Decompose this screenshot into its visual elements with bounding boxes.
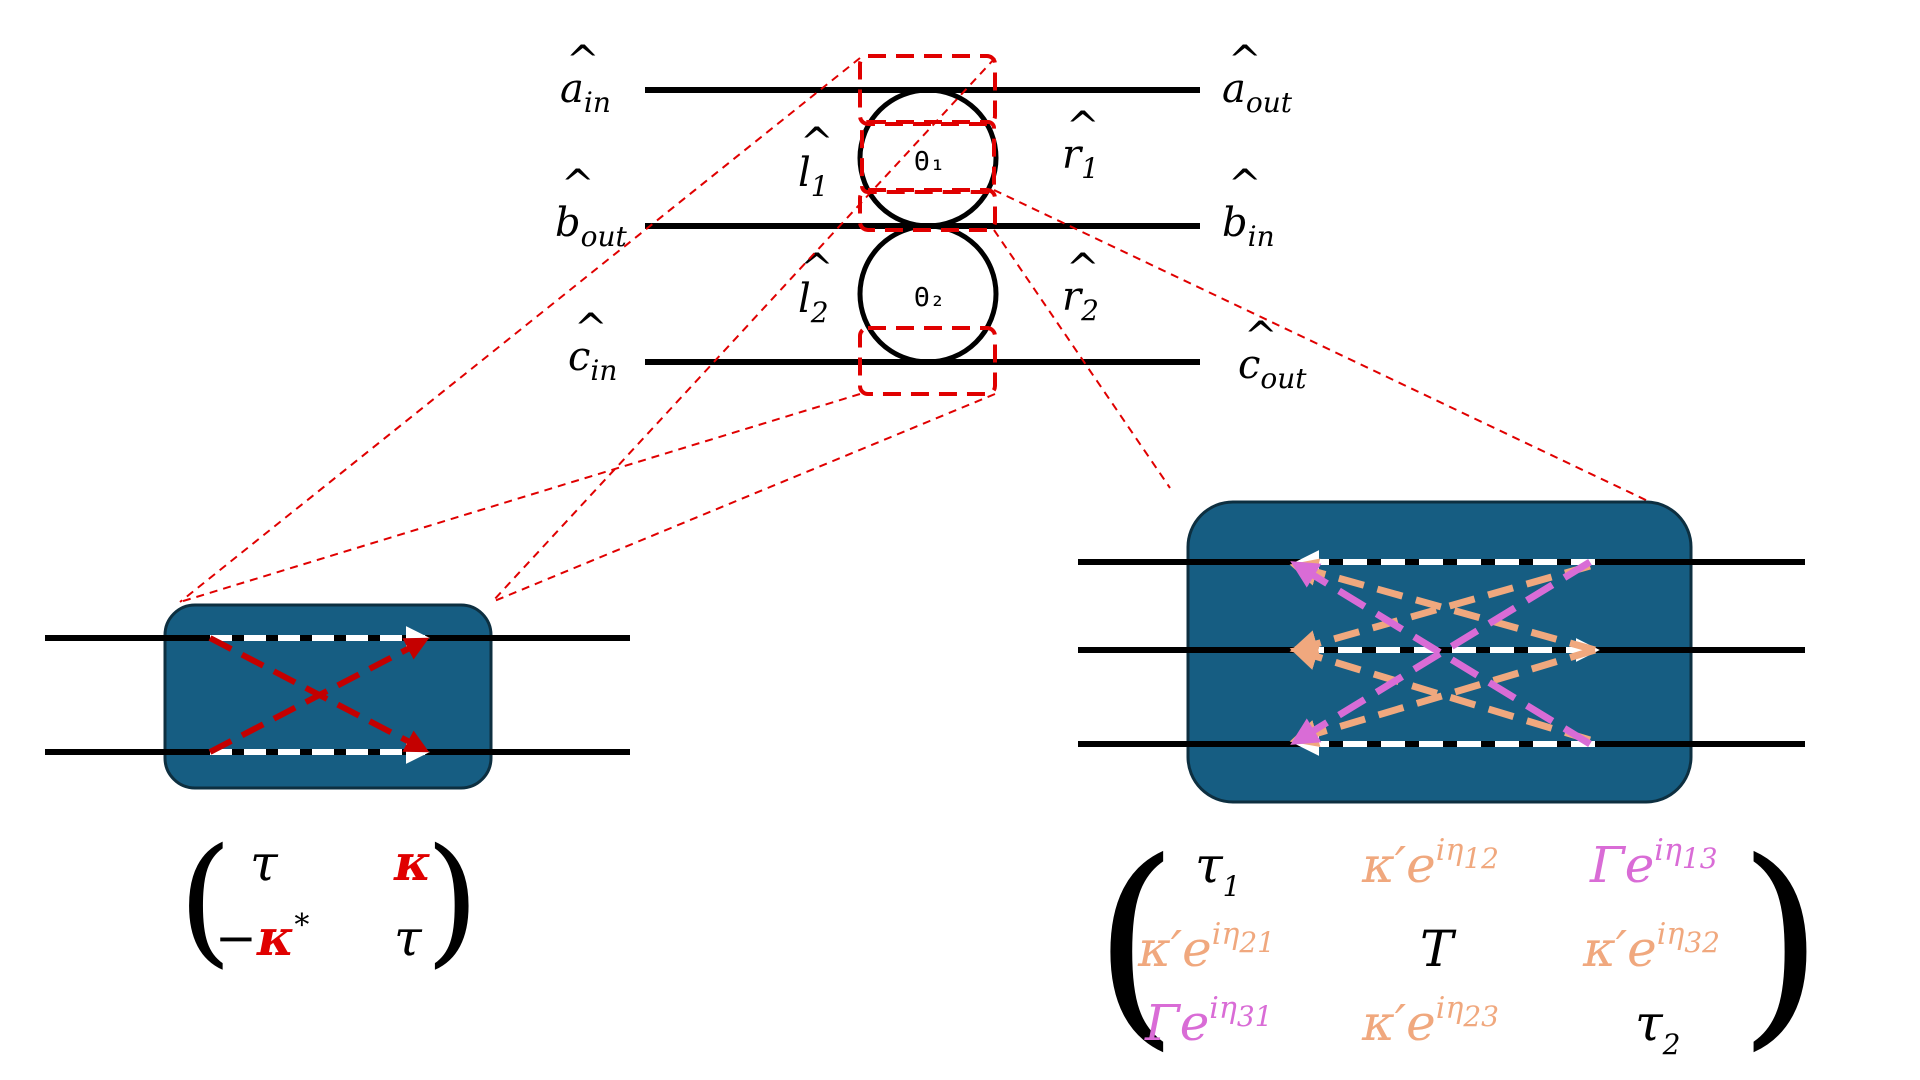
matrix-3x3-r3c3: τ2 xyxy=(1635,994,1681,1061)
zoom-line-right-1 xyxy=(993,189,1651,503)
coupler-2x2-zoom xyxy=(45,603,630,790)
port-b-in-hat: ^ xyxy=(1228,162,1262,208)
matrix-2x2-r2c1: −κ* xyxy=(215,908,309,967)
port-a-out: aout xyxy=(1222,66,1293,119)
matrix-3x3-r1c2: κ′eiη12 xyxy=(1361,833,1499,894)
port-b-in: bin xyxy=(1222,200,1275,253)
ring-2-label: Θ₂ xyxy=(914,283,945,313)
coupler-3x3-zoom xyxy=(1078,500,1805,804)
zoom-line-left-1 xyxy=(179,57,861,603)
top-system: Θ₁ Θ₂ ain ^ aout ^ bout ^ bin ^ cin ^ co… xyxy=(555,38,1307,396)
matrix-3x3-r2c1: κ′eiη21 xyxy=(1137,917,1275,978)
matrix-2x2-left-paren: ( xyxy=(178,819,233,982)
mode-r1: r1 xyxy=(1062,132,1099,185)
matrix-3x3-r3c2: κ′eiη23 xyxy=(1361,991,1499,1052)
coupling-arrow-orange-2 xyxy=(1289,643,1592,744)
matrix-3x3-r1c3: Γeiη13 xyxy=(1589,833,1718,894)
zoom-line-left-2 xyxy=(491,57,996,603)
coupling-arrow-orange-4 xyxy=(1289,646,1597,747)
mode-r1-hat: ^ xyxy=(1066,104,1100,150)
transfer-matrix-3x3: ( ) τ1 κ′eiη12 Γeiη13 κ′eiη21 T κ′eiη32 … xyxy=(1093,814,1824,1070)
zoom-line-right-2 xyxy=(993,229,1171,489)
zoom-line-left-4 xyxy=(491,393,996,603)
mode-l1-hat: ^ xyxy=(800,120,834,166)
port-a-out-hat: ^ xyxy=(1228,38,1262,84)
ring-1-label: Θ₁ xyxy=(914,147,945,177)
port-c-out: cout xyxy=(1238,342,1307,395)
coupling-arrow-orange-1 xyxy=(1289,562,1591,658)
coupling-arrow-orange-3 xyxy=(1289,558,1596,654)
transfer-matrix-2x2: ( ) τ κ −κ* τ xyxy=(178,819,480,982)
mode-l2: l2 xyxy=(798,276,829,329)
coupler-box-rings xyxy=(860,120,996,194)
matrix-2x2-r1c2: κ xyxy=(393,833,431,892)
port-c-in-hat: ^ xyxy=(574,306,608,352)
mode-r2: r2 xyxy=(1062,274,1099,327)
mode-l2-hat: ^ xyxy=(800,246,834,292)
coupling-arrow-magenta-2 xyxy=(1290,561,1592,747)
port-a-in: ain xyxy=(560,66,611,119)
port-a-in-hat: ^ xyxy=(566,38,600,84)
matrix-3x3-right-paren: ) xyxy=(1738,814,1824,1070)
mode-l1: l1 xyxy=(798,150,829,203)
ring-resonator-2 xyxy=(857,223,999,365)
matrix-2x2-r2c2: τ xyxy=(394,909,423,967)
port-b-out: bout xyxy=(555,200,628,253)
matrix-3x3-left-paren: ( xyxy=(1093,814,1179,1070)
matrix-2x2-right-paren: ) xyxy=(425,819,480,982)
coupling-arrow-up xyxy=(208,637,430,755)
matrix-2x2-r1c1: τ xyxy=(250,834,279,892)
port-c-out-hat: ^ xyxy=(1244,314,1278,360)
port-c-in: cin xyxy=(568,334,617,387)
mode-r2-hat: ^ xyxy=(1066,246,1100,292)
matrix-3x3-r3c1: Γeiη31 xyxy=(1144,991,1273,1052)
port-b-out-hat: ^ xyxy=(561,162,595,208)
coupler-box-bc xyxy=(858,326,997,396)
zoom-line-left-3 xyxy=(179,393,861,603)
matrix-3x3-r2c3: κ′eiη32 xyxy=(1582,917,1720,978)
matrix-3x3-r1c1: τ1 xyxy=(1195,836,1241,903)
zoom-projection-lines xyxy=(179,57,1651,603)
coupling-arrow-magenta-1 xyxy=(1290,559,1592,745)
matrix-3x3-r2c2: T xyxy=(1420,920,1457,978)
